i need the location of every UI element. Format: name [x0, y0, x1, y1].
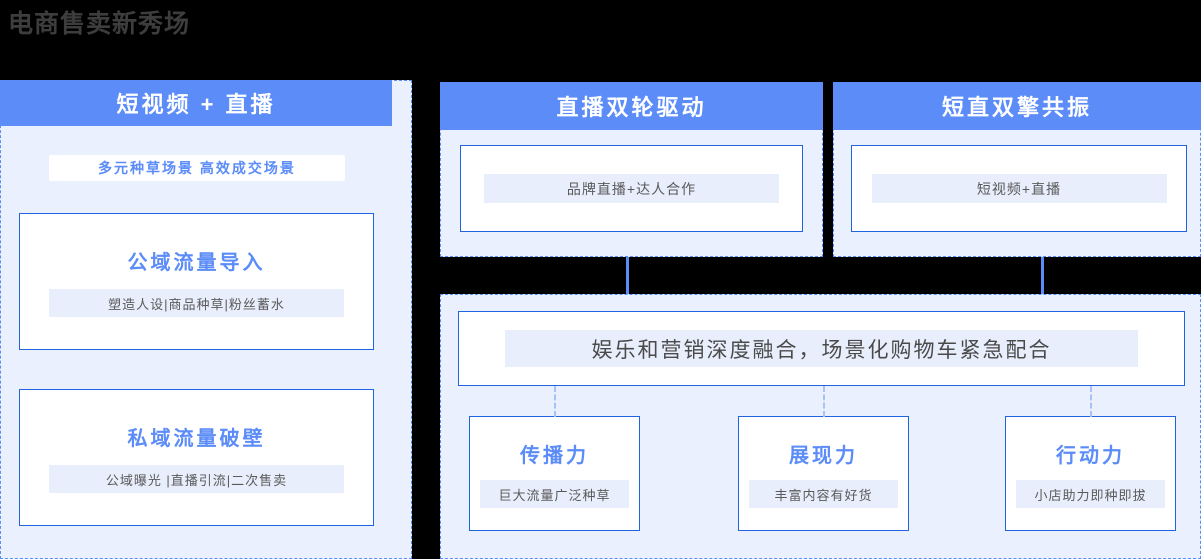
bottom-banner-card: 娱乐和营销深度融合，场景化购物车紧急配合 — [458, 311, 1185, 386]
card-brand-live-influencer-sub: 品牌直播+达人合作 — [484, 174, 779, 203]
card-action-power[interactable]: 行动力 小店助力即种即拔 — [1005, 416, 1176, 531]
card-short-video-plus-live[interactable]: 短视频+直播 — [851, 145, 1187, 232]
connector-banner-to-card-3 — [1090, 386, 1092, 417]
connector-right-to-bottom — [1041, 257, 1044, 294]
card-private-traffic-breakthrough-title: 私域流量破壁 — [127, 428, 266, 450]
panel-left-header-label: 短视频 + 直播 — [116, 92, 276, 117]
page-title: 电商售卖新秀场 — [8, 10, 191, 38]
card-public-traffic-import[interactable]: 公域流量导入 塑造人设|商品种草|粉丝蓄水 — [19, 213, 374, 350]
card-public-traffic-import-title: 公域流量导入 — [127, 252, 266, 274]
card-action-power-sub: 小店助力即种即拔 — [1016, 480, 1165, 508]
connector-middle-to-bottom — [626, 257, 629, 294]
card-short-video-plus-live-sub: 短视频+直播 — [871, 174, 1167, 203]
card-display-power-title: 展现力 — [789, 445, 858, 467]
card-spread-power-title: 传播力 — [520, 445, 589, 467]
card-action-power-title: 行动力 — [1056, 445, 1125, 467]
panel-left-header: 短视频 + 直播 — [0, 80, 392, 126]
panel-middle-header: 直播双轮驱动 — [440, 82, 823, 130]
card-public-traffic-import-sub: 塑造人设|商品种草|粉丝蓄水 — [49, 289, 344, 317]
card-spread-power[interactable]: 传播力 巨大流量广泛种草 — [469, 416, 640, 531]
connector-banner-to-card-1 — [554, 386, 556, 417]
left-banner-chip: 多元种草场景 高效成交场景 — [49, 155, 345, 181]
card-private-traffic-breakthrough-sub: 公域曝光 |直播引流|二次售卖 — [49, 465, 344, 493]
connector-banner-to-card-2 — [823, 386, 825, 417]
card-private-traffic-breakthrough[interactable]: 私域流量破壁 公域曝光 |直播引流|二次售卖 — [19, 389, 374, 526]
card-display-power-sub: 丰富内容有好货 — [749, 480, 898, 508]
card-brand-live-influencer[interactable]: 品牌直播+达人合作 — [460, 145, 803, 232]
panel-right-header-label: 短直双擎共振 — [941, 95, 1092, 120]
panel-right-header: 短直双擎共振 — [833, 82, 1201, 130]
left-banner-chip-label: 多元种草场景 高效成交场景 — [98, 160, 296, 176]
card-spread-power-sub: 巨大流量广泛种草 — [480, 480, 629, 508]
bottom-banner-label: 娱乐和营销深度融合，场景化购物车紧急配合 — [505, 330, 1138, 367]
card-display-power[interactable]: 展现力 丰富内容有好货 — [738, 416, 909, 531]
panel-middle-header-label: 直播双轮驱动 — [556, 95, 707, 120]
